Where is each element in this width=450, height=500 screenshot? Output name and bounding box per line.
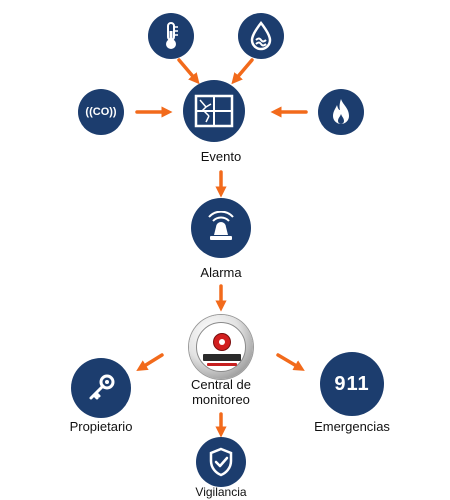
flame-icon — [333, 99, 349, 124]
broken-window-icon — [194, 94, 234, 128]
emergencias-label: Emergencias — [314, 419, 390, 434]
water-drop-icon — [250, 21, 272, 51]
central-label: Central de monitoreo — [191, 377, 251, 407]
propietario-label: Propietario — [69, 419, 133, 434]
shield-check-icon — [209, 447, 233, 477]
fire-node — [318, 89, 364, 135]
evento-node — [183, 80, 245, 142]
vigilancia-label: Vigilancia — [195, 485, 247, 499]
propietario-node — [71, 358, 131, 418]
co-sensor-icon: ((CO)) — [85, 106, 117, 118]
alarma-node — [191, 198, 251, 258]
water-node — [238, 13, 284, 59]
arrow-water-to-evento — [231, 58, 254, 85]
alarm-bell-icon — [208, 211, 234, 240]
emergencias-node: 911 — [320, 352, 384, 416]
thermometer-icon — [166, 22, 178, 49]
monitoring-seal-badge — [189, 315, 253, 379]
911-icon: 911 — [334, 372, 370, 395]
arrow-temperature-to-evento — [177, 58, 200, 85]
vigilancia-node — [196, 437, 246, 487]
evento-label: Evento — [200, 149, 242, 164]
temperature-node — [148, 13, 194, 59]
arrow-central-to-emergencias — [276, 353, 305, 371]
alarma-label: Alarma — [200, 265, 242, 280]
arrow-central-to-propietario — [136, 353, 164, 371]
co-node: ((CO)) — [78, 89, 124, 135]
key-icon — [89, 374, 115, 400]
